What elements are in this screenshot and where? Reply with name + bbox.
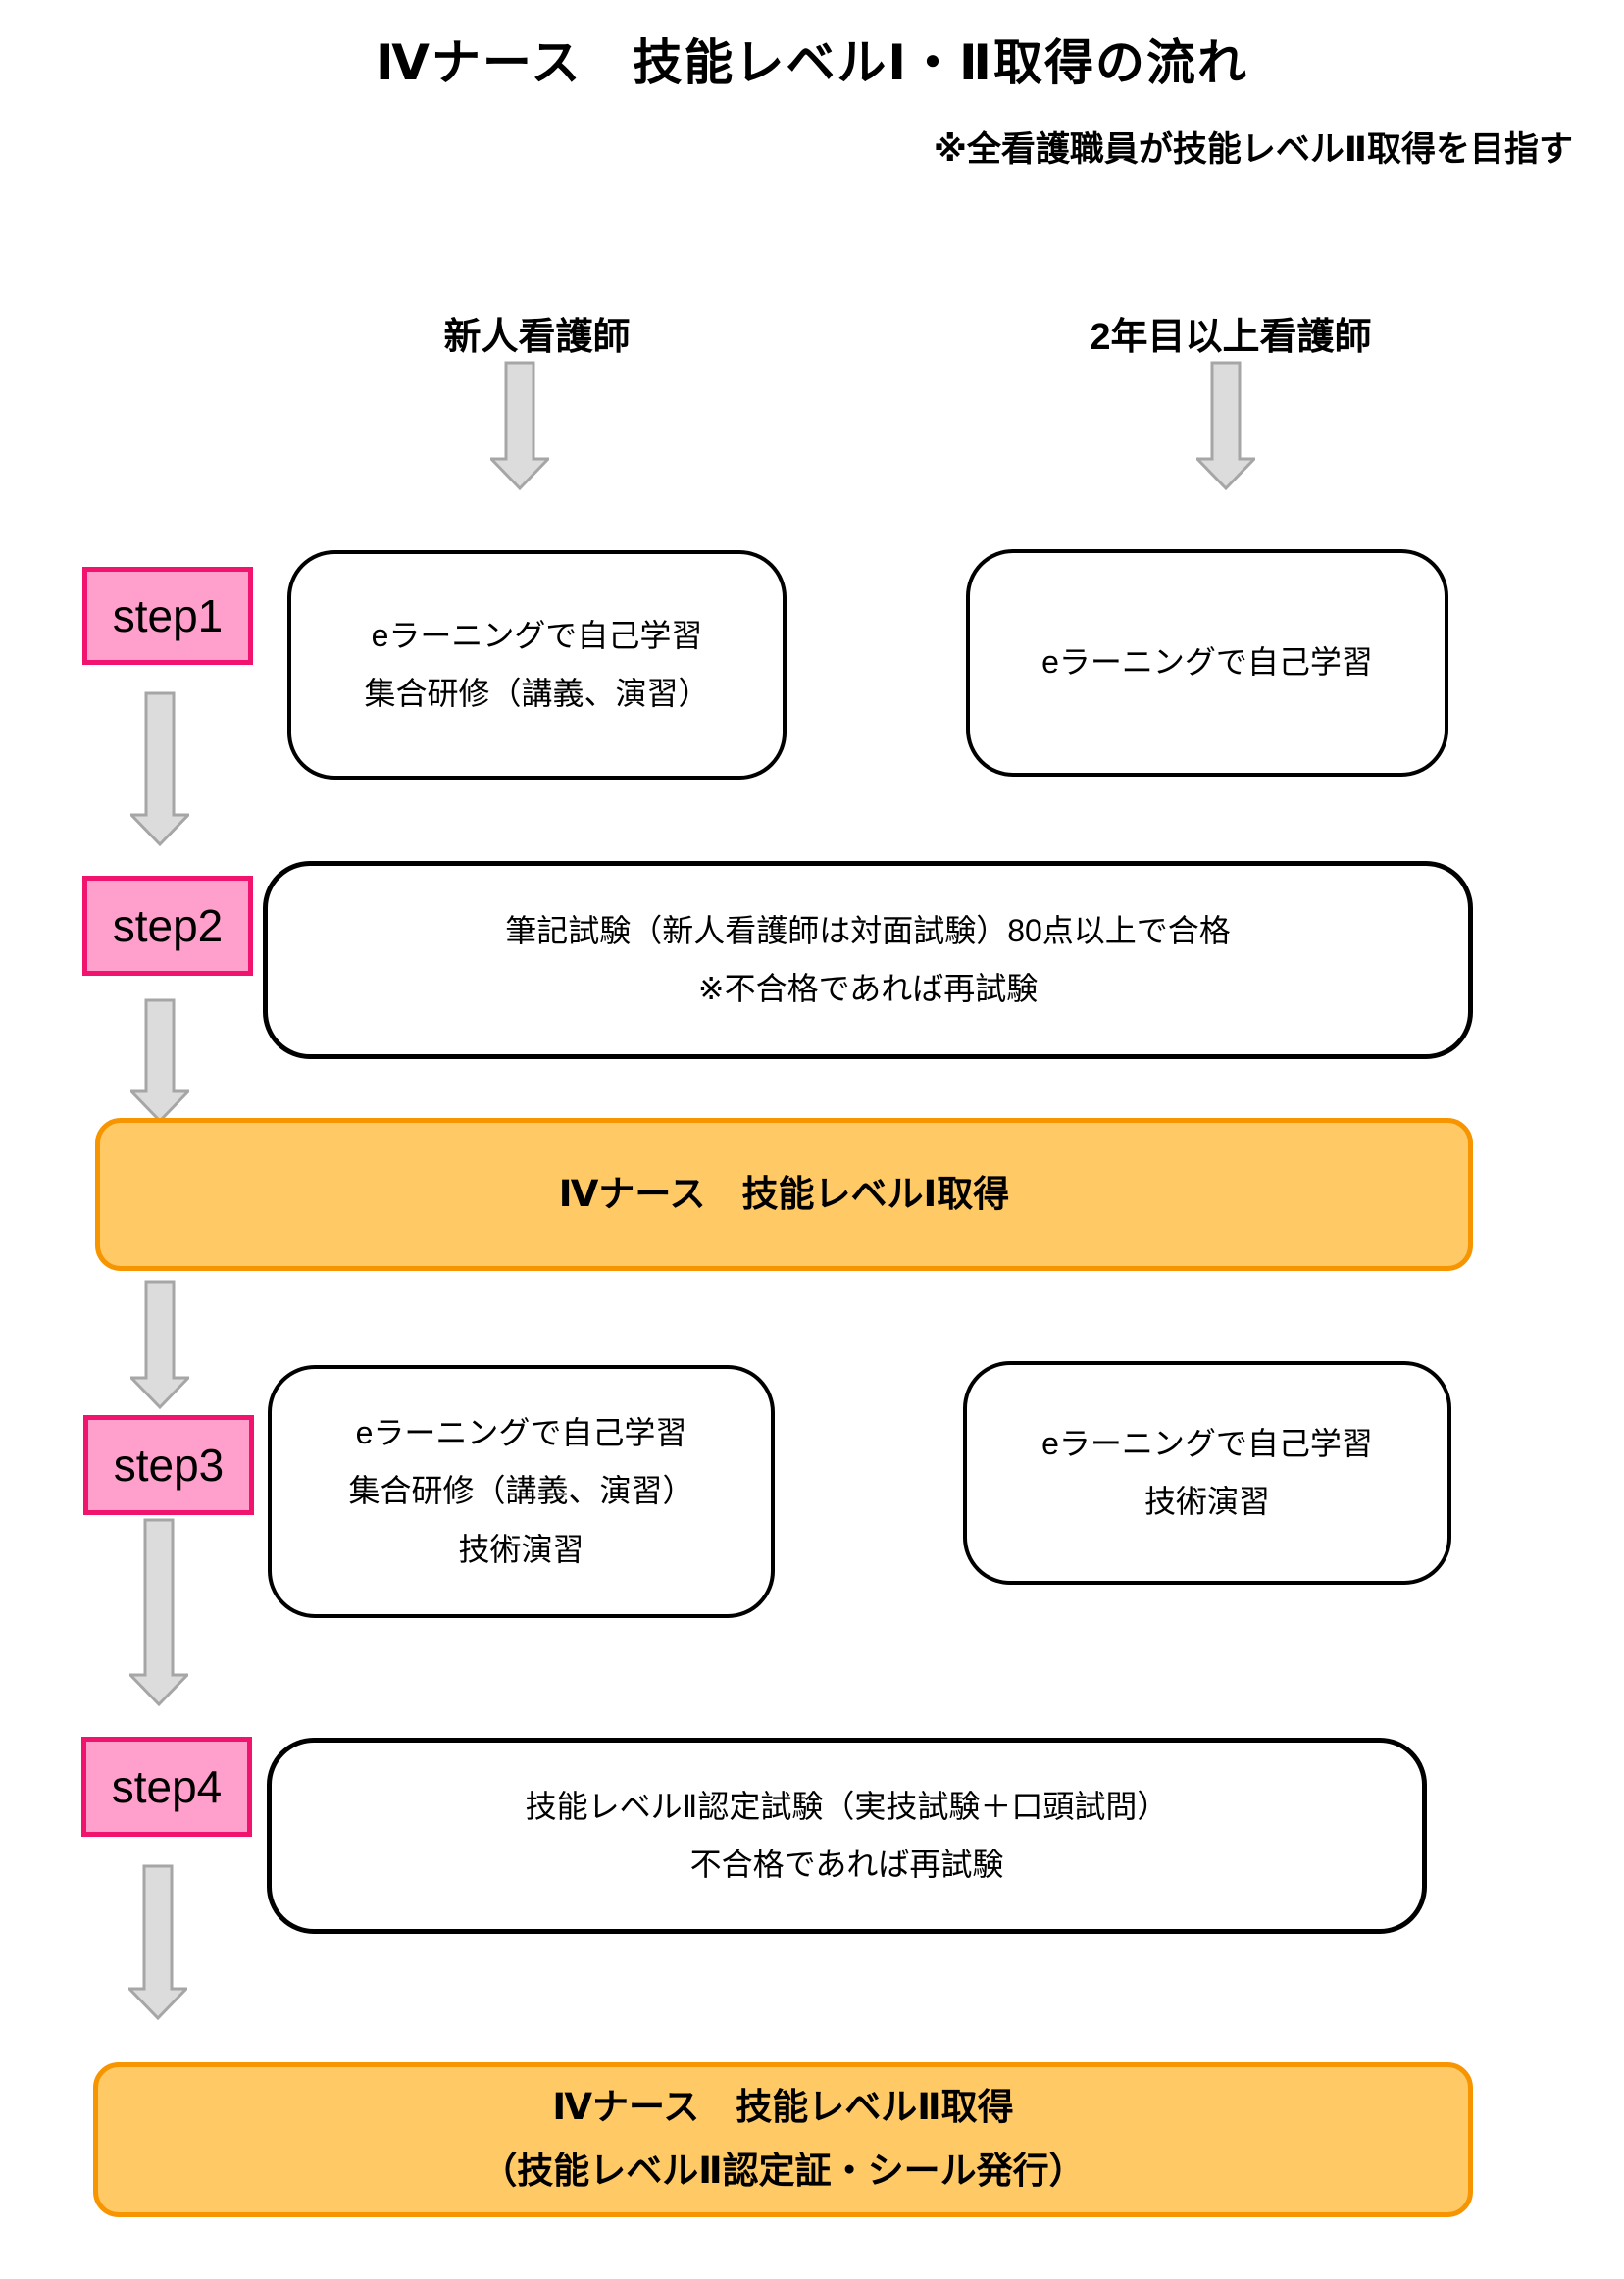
step3-new-nurse-line1: eラーニングで自己学習 [355, 1415, 687, 1451]
step3-label: step3 [83, 1415, 254, 1515]
column-header-senior-nurse: 2年目以上看護師 [1090, 317, 1372, 358]
step1-senior-nurse-box: eラーニングで自己学習 [966, 549, 1448, 777]
step3-senior-nurse-line1: eラーニングで自己学習 [1041, 1425, 1373, 1461]
step1-new-nurse-line2: 集合研修（講義、演習） [364, 676, 710, 711]
step3-new-nurse-line3: 技術演習 [458, 1531, 584, 1567]
step1-new-nurse-box: eラーニングで自己学習 集合研修（講義、演習） [287, 550, 787, 780]
page-title: Ⅳナース 技能レベルⅠ・Ⅱ取得の流れ [376, 35, 1248, 90]
step3-new-nurse-box: eラーニングで自己学習 集合研修（講義、演習） 技術演習 [268, 1365, 775, 1618]
step1-senior-nurse-line1: eラーニングで自己学習 [1041, 644, 1373, 681]
step3-senior-nurse-box: eラーニングで自己学習 技術演習 [963, 1361, 1451, 1585]
step4-label: step4 [81, 1737, 252, 1837]
step2-line2: ※不合格であれば再試験 [697, 971, 1039, 1006]
page-subtitle: ※全看護職員が技能レベルⅡ取得を目指す [933, 130, 1573, 169]
down-arrow-icon [1196, 361, 1255, 490]
column-header-new-nurse: 新人看護師 [443, 317, 631, 358]
step1-new-nurse-line1: eラーニングで自己学習 [371, 617, 703, 653]
step1-label-text: step1 [112, 590, 224, 641]
step4-label-text: step4 [111, 1761, 223, 1812]
milestone-level2-line2: （技能レベルⅡ認定証・シール発行） [481, 2151, 1086, 2191]
step4-line1: 技能レベルⅡ認定試験（実技試験＋口頭試問） [525, 1788, 1169, 1824]
milestone-level1-text: Ⅳナース 技能レベルⅠ取得 [558, 1173, 1010, 1214]
down-arrow-icon [128, 1864, 187, 2020]
step2-line1: 筆記試験（新人看護師は対面試験）80点以上で合格 [505, 912, 1231, 948]
milestone-level2-line1: Ⅳナース 技能レベルⅡ取得 [552, 2087, 1014, 2128]
step2-label: step2 [82, 876, 253, 976]
step2-label-text: step2 [112, 900, 224, 951]
down-arrow-icon [130, 1280, 189, 1409]
step3-senior-nurse-line2: 技術演習 [1143, 1484, 1270, 1519]
down-arrow-icon [130, 998, 189, 1123]
step3-label-text: step3 [113, 1440, 225, 1491]
step4-certification-exam-box: 技能レベルⅡ認定試験（実技試験＋口頭試問） 不合格であれば再試験 [267, 1738, 1427, 1934]
down-arrow-icon [129, 1518, 188, 1706]
milestone-level2-box: Ⅳナース 技能レベルⅡ取得 （技能レベルⅡ認定証・シール発行） [93, 2062, 1473, 2217]
step2-exam-box: 筆記試験（新人看護師は対面試験）80点以上で合格 ※不合格であれば再試験 [263, 861, 1473, 1059]
step4-line2: 不合格であれば再試験 [689, 1847, 1004, 1882]
step3-new-nurse-line2: 集合研修（講義、演習） [348, 1473, 694, 1509]
step1-label: step1 [82, 567, 253, 665]
milestone-level1-box: Ⅳナース 技能レベルⅠ取得 [95, 1118, 1473, 1271]
down-arrow-icon [130, 691, 189, 846]
down-arrow-icon [490, 361, 549, 490]
